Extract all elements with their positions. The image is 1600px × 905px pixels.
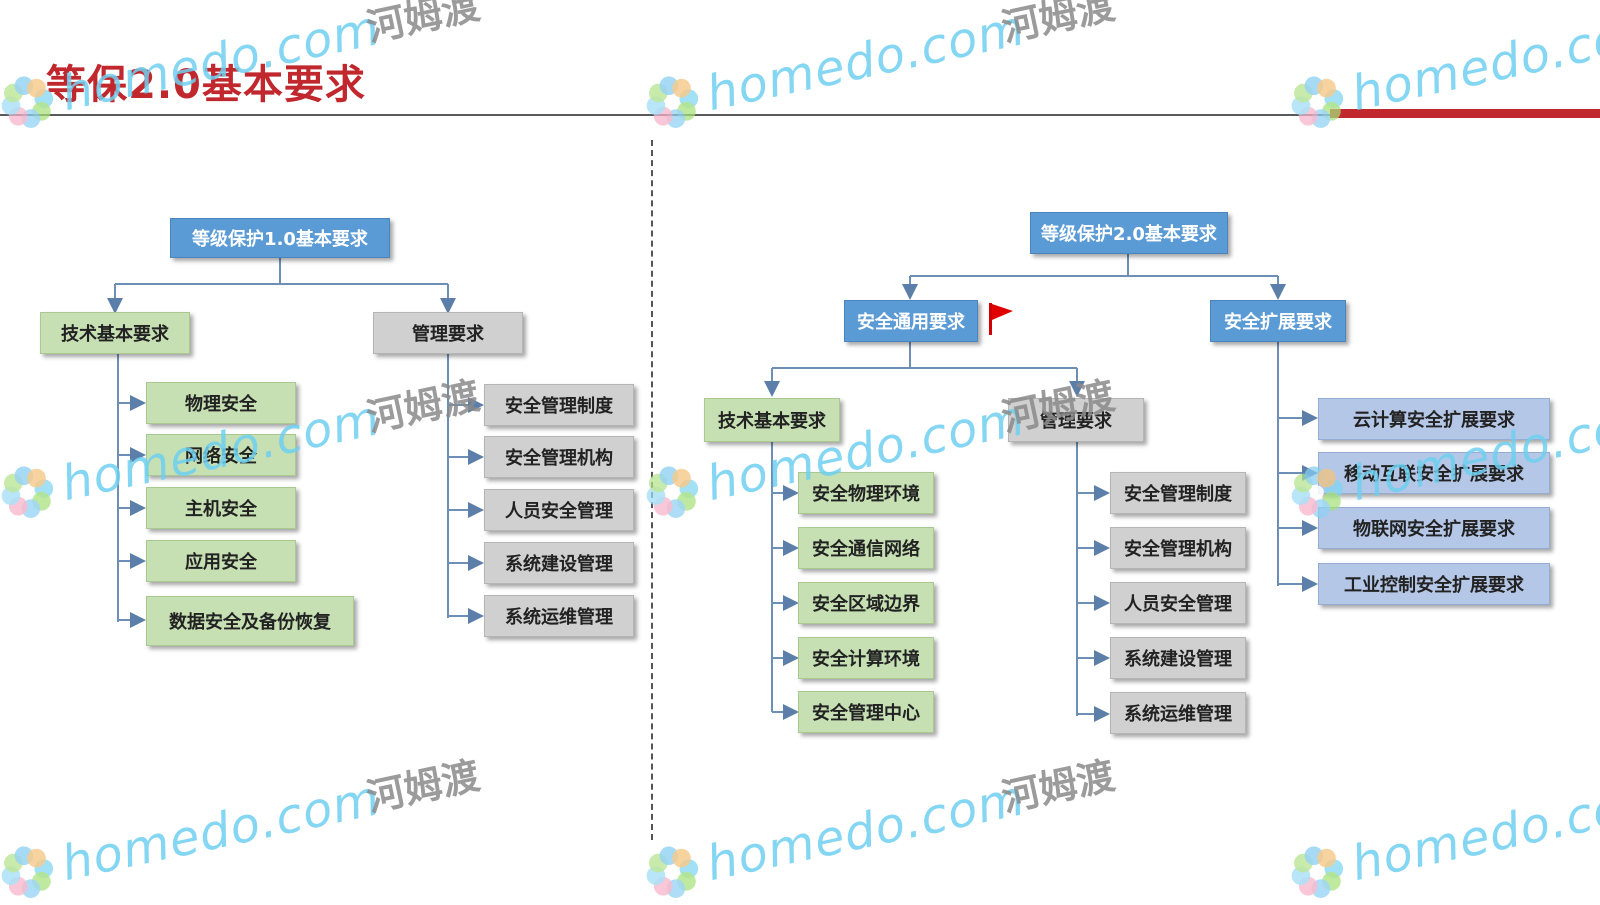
watermark: 河姆渡 (349, 744, 484, 824)
v2-tech-node: 技术基本要求 (704, 398, 840, 442)
flower-logo-icon (1, 846, 54, 898)
v1-tech-node: 技术基本要求 (40, 312, 190, 354)
v1-tech-item: 应用安全 (146, 540, 296, 582)
watermark-text: homedo.com (1346, 0, 1600, 123)
v1-mgmt-item: 安全管理机构 (484, 436, 634, 478)
flower-logo-icon (1, 466, 54, 518)
v2-mgmt-node: 管理要求 (1008, 398, 1144, 442)
root-node-v2: 等级保护2.0基本要求 (1030, 212, 1228, 254)
flower-logo-icon (646, 76, 699, 128)
watermark-text: homedo.com (56, 770, 386, 893)
v1-mgmt-item: 系统运维管理 (484, 595, 634, 637)
v2-extension-item: 工业控制安全扩展要求 (1318, 563, 1550, 605)
flower-logo-icon (1291, 76, 1344, 128)
v2-extension-item: 云计算安全扩展要求 (1318, 398, 1550, 440)
v2-tech-item: 安全物理环境 (798, 472, 934, 514)
watermark: 河姆渡 (984, 744, 1119, 824)
watermark-cn-text: 河姆渡 (997, 753, 1119, 820)
v1-tech-item: 数据安全及备份恢复 (146, 596, 354, 646)
watermark-cn-text: 河姆渡 (997, 0, 1119, 50)
v1-tech-item: 主机安全 (146, 487, 296, 529)
watermark: homedo.com (639, 770, 1030, 905)
watermark: homedo.com (1284, 770, 1600, 905)
v2-extension-item: 物联网安全扩展要求 (1318, 507, 1550, 549)
watermark: homedo.com (0, 770, 385, 905)
watermark-text: homedo.com (1346, 770, 1600, 893)
v2-mgmt-item: 系统建设管理 (1110, 637, 1246, 679)
watermark-text: homedo.com (701, 770, 1031, 893)
v2-mgmt-item: 人员安全管理 (1110, 582, 1246, 624)
v2-tech-item: 安全通信网络 (798, 527, 934, 569)
red-flag-icon (989, 303, 1013, 335)
v1-tech-item: 物理安全 (146, 382, 296, 424)
watermark-cn-text: 河姆渡 (362, 373, 484, 440)
v2-tech-item: 安全管理中心 (798, 691, 934, 733)
flower-logo-icon (1291, 846, 1344, 898)
v1-tech-item: 网络安全 (146, 434, 296, 476)
flower-logo-icon (646, 846, 699, 898)
watermark: 河姆渡 (984, 0, 1119, 54)
v2-mgmt-item: 系统运维管理 (1110, 692, 1246, 734)
v2-extension-node: 安全扩展要求 (1210, 300, 1346, 342)
watermark-cn-text: 河姆渡 (362, 753, 484, 820)
watermark-cn-text: 河姆渡 (362, 0, 484, 50)
v1-mgmt-item: 安全管理制度 (484, 384, 634, 426)
v2-extension-item: 移动互联安全扩展要求 (1318, 452, 1550, 494)
title-accent-bar (1330, 109, 1600, 118)
v2-tech-item: 安全区域边界 (798, 582, 934, 624)
v2-mgmt-item: 安全管理机构 (1110, 527, 1246, 569)
v1-mgmt-node: 管理要求 (373, 312, 523, 354)
v2-general-node: 安全通用要求 (844, 300, 978, 342)
page-title: 等保2.0基本要求 (46, 62, 366, 108)
v2-tech-item: 安全计算环境 (798, 637, 934, 679)
watermark: 河姆渡 (349, 0, 484, 54)
watermark: 河姆渡 (349, 364, 484, 444)
title-underline (0, 114, 1600, 116)
v2-mgmt-item: 安全管理制度 (1110, 472, 1246, 514)
flower-logo-icon (646, 466, 699, 518)
root-node-v1: 等级保护1.0基本要求 (170, 218, 390, 258)
center-divider (651, 140, 653, 840)
watermark-text: homedo.com (701, 0, 1031, 123)
v1-mgmt-item: 系统建设管理 (484, 542, 634, 584)
v1-mgmt-item: 人员安全管理 (484, 489, 634, 531)
